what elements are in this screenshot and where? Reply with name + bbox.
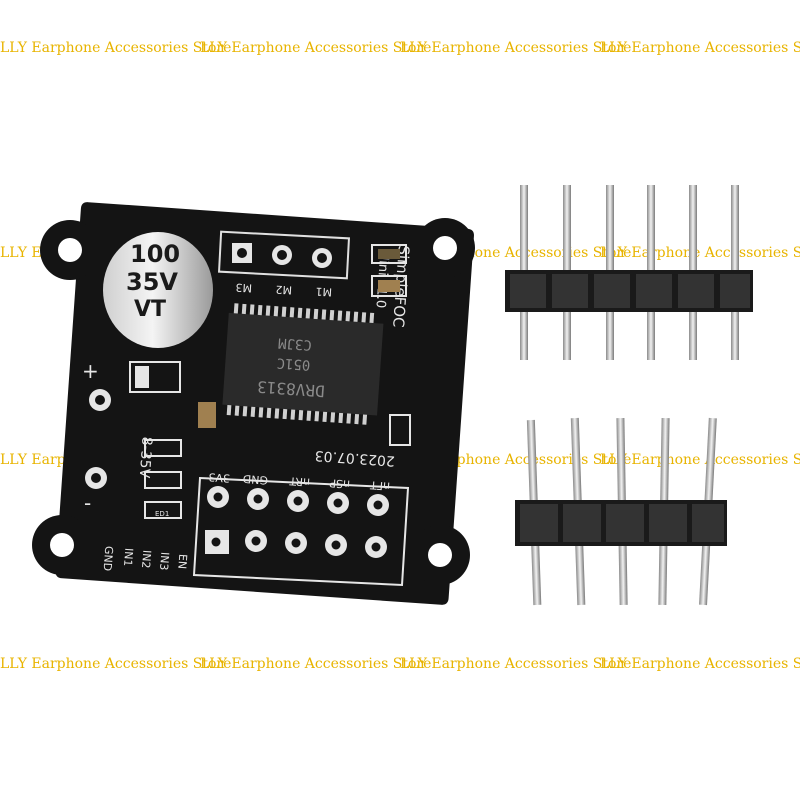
pin-label-3v3: 3V3 [208,470,230,484]
pin-label-gnd-top: GND [242,472,268,487]
electrolytic-capacitor: 100 35V VT [103,232,213,348]
pin-label-en: EN [175,554,189,570]
smd-components: ED1 [129,244,411,519]
led-label: ED1 [155,510,169,518]
pin-label-nrt: nRT [289,474,311,488]
pin-label-gnd-bottom: GND [101,546,116,572]
power-pads: + - 8-35V [82,359,155,515]
chip-code-label: C3JM [278,334,313,352]
watermark-row: LLY Earphone Accessories StoreLLY Earpho… [0,656,800,672]
pin-header-6 [505,185,753,360]
capacitor-voltage-label: 35V [126,268,178,296]
pin-label-in2: IN2 [139,550,153,569]
board-title: SimpleFOC [389,245,413,328]
pin-header-5 [515,417,727,606]
date-code-label: 2023.07.03 [314,447,395,469]
pin-label-nft: nFT [370,478,391,492]
motor-pads: M3 M2 M1 [217,230,351,299]
driver-chip: C3JM 051C DRV8313 [222,303,384,425]
capacitor-series-label: VT [134,297,166,322]
minus-label: - [84,491,91,515]
chip-lot-label: 051C [276,354,311,372]
watermark-row: LLY Earphone Accessories StoreLLY Earpho… [0,40,800,56]
power-voltage-label: 8-35V [136,436,155,479]
plus-label: + [82,359,99,383]
pin-label-nsp: nSP [329,476,351,490]
pin-label-in1: IN1 [121,548,135,567]
header-pads: 3V3 GND nRT nSP nFT GND IN1 IN2 IN3 EN [101,470,410,587]
motor-label-m1: M1 [315,285,332,299]
motor-label-m3: M3 [235,281,252,295]
capacitor-value-label: 100 [130,240,180,268]
chip-part-label: DRV8313 [257,377,326,401]
pin-label-in3: IN3 [157,552,171,571]
motor-label-m2: M2 [275,283,292,297]
